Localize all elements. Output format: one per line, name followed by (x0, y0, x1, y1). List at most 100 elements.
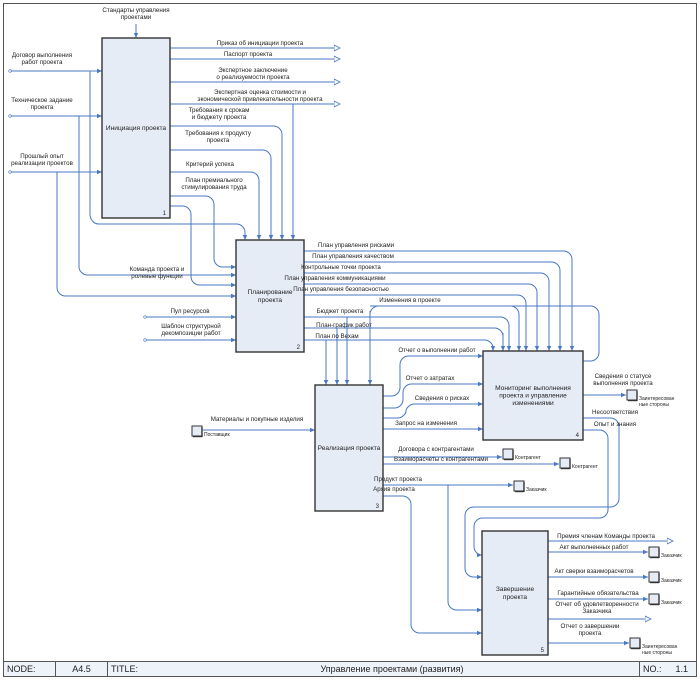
activity-box-number: 4 (576, 433, 580, 439)
external-entity-box (513, 480, 525, 492)
arrow-success (170, 171, 262, 240)
arrow-label: План управления рисками (318, 242, 395, 249)
activity-box-number: 1 (163, 211, 167, 217)
output-arrow-planning (304, 294, 529, 351)
arrow-init-to-planning (170, 205, 236, 288)
output-arrow-planning (304, 272, 552, 351)
external-customer-3: Заказчик (648, 571, 682, 584)
external-entity-label: Заказчик (661, 578, 682, 584)
arrow-nonconformity (464, 417, 620, 580)
arrow-label: План управления коммуникациями (284, 275, 386, 282)
activity-box-number: 2 (297, 345, 301, 351)
arrow-label: Взаиморасчеты с контрагентами (394, 456, 489, 463)
external-customer-1: Заказчик (513, 480, 547, 493)
arrow-label: Отчет о затратах (406, 375, 456, 382)
arrow-label: Изменения в проекте (379, 297, 441, 304)
activity-box-number: 3 (376, 504, 380, 510)
arrow-changes-to-monitoring (370, 305, 522, 351)
external-entity-box (648, 546, 660, 558)
arrow-label: Приказ об инициации проекта (217, 40, 304, 47)
activity-box-rect (481, 530, 549, 656)
external-entity-box (559, 457, 571, 469)
arrow-label: Паспорт проекта (224, 51, 273, 58)
arrow-label: Бюджет проекта (317, 308, 364, 315)
diagram-title: Управление проектами (развития) (110, 662, 640, 676)
arrow-label: Пул ресурсов (170, 308, 210, 315)
external-entity-box (191, 425, 203, 437)
output-arrow-planning (304, 283, 540, 351)
external-counterparty-1: Контрагент (502, 448, 542, 461)
arrow-label: Продукт проекта (374, 476, 422, 483)
activity-box-label: Инициация проекта (106, 125, 167, 132)
arrow-experience-to-planning (56, 172, 236, 299)
external-entity-label: Контрагент (515, 455, 542, 461)
arrow-archive (383, 495, 482, 636)
external-entity-label: Поставщик (204, 432, 230, 438)
arrow-label: Гарантийные обязательства (557, 590, 639, 597)
arrow-tz-to-planning (78, 116, 236, 278)
arrow-label: План управления безопасностью (293, 286, 389, 293)
activity-box-rect (235, 239, 305, 353)
external-customer-2: Заказчик (648, 546, 682, 559)
arrow-changes-loop (369, 305, 600, 385)
node-label: NODE: (4, 662, 56, 676)
arrow-label: Отчет о выполнении работ (398, 347, 475, 354)
external-supplier: Поставщик (191, 425, 230, 438)
arrow-label: Архив проекта (373, 486, 415, 493)
title-block: NODE: A4.5 TITLE: Управление проектами (… (3, 661, 697, 677)
activity-box-rect (314, 384, 384, 512)
arrow-label: План по Вехам (315, 333, 358, 340)
title-label: TITLE: (111, 664, 139, 674)
external-entity-label: Заказчик (661, 600, 682, 606)
arrow-label: Акт выполненных работ (560, 544, 629, 551)
external-customer-4: Заказчик (648, 593, 682, 606)
arrow-label: Критерий успеха (186, 161, 235, 168)
arrow-label: Опыт и знания (594, 421, 636, 428)
output-arrow-realization (383, 401, 483, 419)
arrow-label: План управления качеством (312, 253, 394, 260)
arrow-label: Запрос на изменения (395, 420, 457, 427)
external-entity-box (629, 637, 641, 649)
activity-box-1: Инициация проекта 1 (101, 37, 171, 219)
arrow-bonus-plan (170, 195, 236, 270)
external-entity-box (626, 389, 638, 401)
arrow-budget (304, 316, 512, 351)
external-counterparty-2: Контрагент (559, 457, 599, 470)
activity-box-label: Реализация проекта (318, 445, 381, 452)
output-arrow-planning (304, 250, 575, 351)
arrow-label: План-график работ (316, 322, 372, 329)
arrow-label: Договора с контрагентами (398, 446, 474, 453)
output-arrow-realization (383, 353, 483, 397)
node-value: A4.5 (56, 662, 108, 676)
arrow-reqs-time (170, 125, 285, 240)
activity-box-number: 5 (541, 648, 545, 654)
number-label: NO.: (643, 664, 662, 674)
arrow-label: Акт сверки взаиморасчетов (554, 568, 634, 575)
arrows-layer (8, 24, 673, 646)
